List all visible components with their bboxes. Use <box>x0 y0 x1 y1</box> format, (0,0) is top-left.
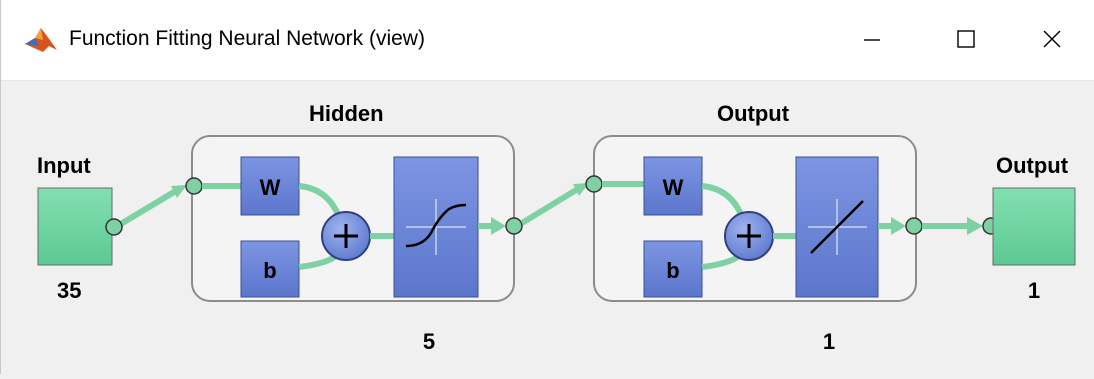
hidden-bias-label: b <box>263 258 276 283</box>
minimize-button[interactable] <box>837 14 907 64</box>
arrowhead-icon <box>491 217 506 235</box>
arrowhead-icon <box>573 183 589 196</box>
output-weight-block[interactable] <box>643 156 703 216</box>
output-exit-node <box>905 217 923 235</box>
tansig-icon <box>405 199 467 255</box>
hidden-output-connector <box>520 184 583 226</box>
output-neurons-count: 1 <box>823 329 835 354</box>
hidden-neurons-count: 5 <box>423 329 435 354</box>
maximize-button[interactable] <box>931 14 1001 64</box>
title-bar[interactable]: Function Fitting Neural Network (view) <box>1 0 1094 81</box>
hidden-exit-node <box>505 217 523 235</box>
arrowhead-icon <box>891 217 906 235</box>
arrowhead-icon <box>171 185 187 198</box>
hidden-layer-label: Hidden <box>309 101 384 126</box>
hidden-weight-block[interactable] <box>240 156 300 216</box>
output-box[interactable] <box>992 187 1076 266</box>
window-title: Function Fitting Neural Network (view) <box>69 27 425 50</box>
output-weight-label: W <box>663 175 684 200</box>
minimize-icon <box>864 39 880 41</box>
maximize-icon <box>957 30 975 48</box>
hidden-bias-block[interactable] <box>240 240 300 298</box>
network-diagram: Input 35 Hidden W b <box>1 81 1094 374</box>
close-button[interactable] <box>1017 14 1087 64</box>
purelin-icon <box>808 199 867 255</box>
output-size: 1 <box>1028 278 1040 303</box>
close-icon <box>1043 30 1061 48</box>
input-hidden-connector <box>112 186 181 231</box>
hidden-weight-label: W <box>260 175 281 200</box>
arrowhead-icon <box>967 217 983 235</box>
matlab-logo-icon <box>25 28 57 52</box>
hidden-entry-node <box>185 177 203 195</box>
output-layer-label: Output <box>717 101 790 126</box>
input-node <box>105 218 123 236</box>
input-label: Input <box>37 153 91 178</box>
input-size: 35 <box>57 278 81 303</box>
output-label: Output <box>996 153 1069 178</box>
output-bias-block[interactable] <box>643 240 703 298</box>
output-entry-node <box>585 175 603 193</box>
input-box[interactable] <box>37 187 113 266</box>
output-bias-label: b <box>666 258 679 283</box>
